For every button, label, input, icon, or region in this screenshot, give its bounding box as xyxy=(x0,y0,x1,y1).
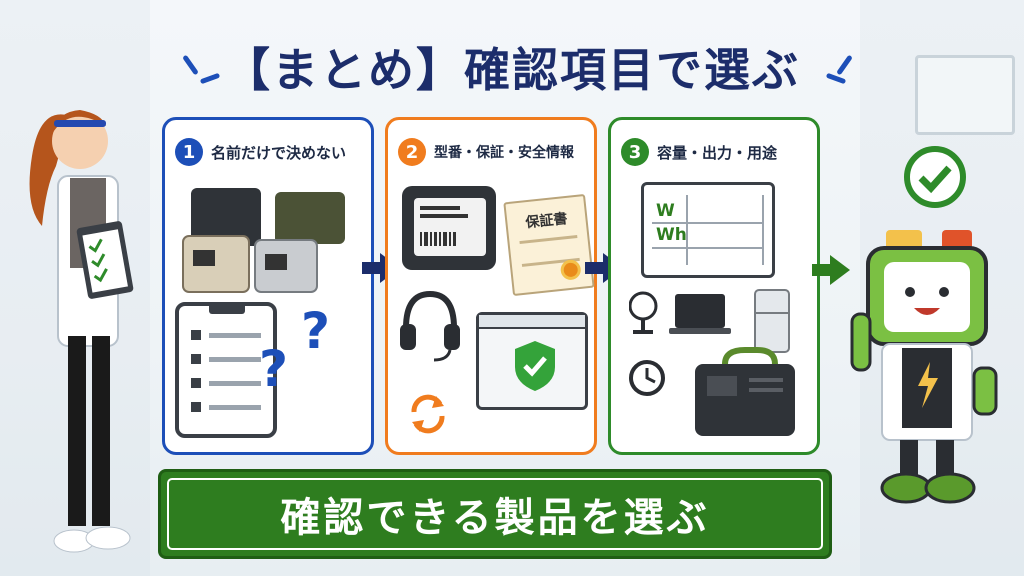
headset-icon xyxy=(400,290,460,362)
appliances-icon xyxy=(629,289,795,436)
step-2-panel: 2 型番・保証・安全情報 保証書 xyxy=(385,117,597,455)
scientist-illustration xyxy=(29,110,134,553)
power-station-icon xyxy=(695,347,795,436)
arrow-3-shaft xyxy=(812,264,832,276)
step-3-header: 3 容量・出力・用途 xyxy=(621,134,809,170)
refrigerator-icon xyxy=(754,289,790,353)
warranty-certificate-label: 保証書 xyxy=(524,210,569,232)
arrow-2-shaft xyxy=(585,262,605,274)
checkmark-circle-icon xyxy=(904,146,966,208)
step-2-number: 2 xyxy=(398,138,426,166)
spec-table-row-2: Wh xyxy=(656,225,687,245)
step-1-number: 1 xyxy=(175,138,203,166)
refresh-icon xyxy=(411,394,445,434)
seal-icon xyxy=(559,258,582,281)
step-1-label: 名前だけで決めない xyxy=(211,143,347,162)
arrow-1-shaft xyxy=(362,262,382,274)
model-label-device-icon xyxy=(402,186,496,270)
arrow-right-icon-3 xyxy=(830,255,850,285)
clock-icon xyxy=(629,360,665,396)
warranty-certificate: 保証書 xyxy=(503,193,595,297)
step-1-panel: 1 名前だけで決めない ? ? xyxy=(162,117,374,455)
step-3-panel: 3 容量・出力・用途 W Wh xyxy=(608,117,820,455)
question-mark-icon: ? xyxy=(301,302,331,360)
battery-mascot-illustration xyxy=(850,230,998,504)
step-3-number: 3 xyxy=(621,138,649,166)
background-monitor xyxy=(915,55,1015,135)
fan-icon xyxy=(629,291,658,334)
conclusion-banner: 確認できる製品を選ぶ xyxy=(158,469,832,559)
security-browser-window xyxy=(476,312,588,410)
power-stations-icon xyxy=(182,188,345,293)
page-title: 【まとめ】確認項目で選ぶ xyxy=(224,43,800,97)
question-mark-icon-2: ? xyxy=(259,340,289,398)
browser-titlebar xyxy=(479,315,585,329)
spec-table-grid xyxy=(686,195,764,265)
step-3-label: 容量・出力・用途 xyxy=(657,143,778,162)
spec-table-row-1: W xyxy=(656,201,675,221)
checklist-icon xyxy=(175,302,277,438)
step-1-header: 1 名前だけで決めない xyxy=(175,134,363,170)
laptop-icon xyxy=(669,294,731,334)
step-2-label: 型番・保証・安全情報 xyxy=(434,145,574,161)
step-2-header: 2 型番・保証・安全情報 xyxy=(398,134,586,170)
shield-check-icon xyxy=(515,341,555,391)
spec-table: W Wh xyxy=(641,182,775,278)
spec-table-line-2 xyxy=(652,247,764,249)
spec-table-line-1 xyxy=(652,222,764,224)
conclusion-banner-text: 確認できる製品を選ぶ xyxy=(167,478,823,550)
